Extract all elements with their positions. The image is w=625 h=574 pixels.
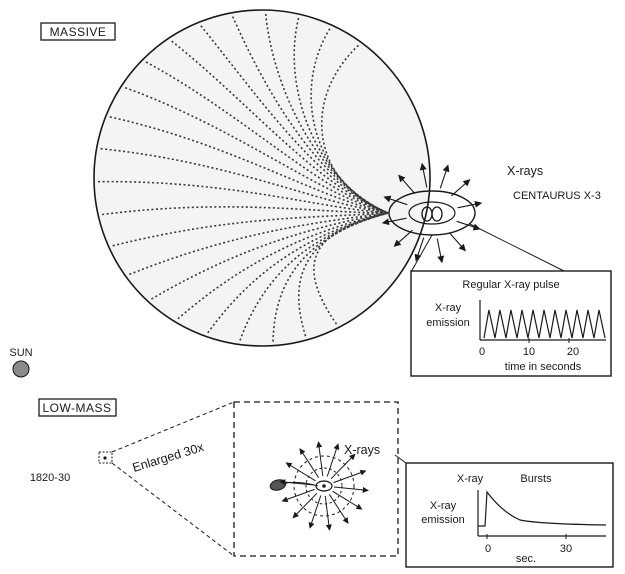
bursts-tick-0: 0 [485, 543, 491, 555]
xray-arrow [334, 487, 368, 490]
regular-pulse-inset: Regular X-ray pulse X-ray emission 0 10 … [411, 271, 611, 376]
massive-label-box: MASSIVE [41, 23, 115, 40]
xray-arrow [333, 471, 365, 483]
sun: SUN [9, 347, 32, 377]
xray-arrowhead [335, 444, 339, 449]
xray-arrowhead [360, 471, 365, 475]
pulse-tick-0: 0 [479, 346, 485, 358]
low-mass-label: LOW-MASS [42, 401, 111, 415]
xray-arrowhead [363, 488, 368, 492]
pulse-tick-10: 10 [523, 346, 535, 358]
bursts-xlabel: sec. [516, 553, 536, 565]
bursts-title-right: Bursts [520, 473, 552, 485]
regular-pulse-title: Regular X-ray pulse [462, 279, 559, 291]
pulse-trace [484, 310, 605, 338]
xray-arrowhead [300, 449, 304, 454]
xray-arrow [310, 496, 321, 528]
xray-arrowhead [438, 256, 443, 262]
xray-arrow [325, 496, 329, 530]
massive-star [94, 10, 430, 346]
xray-arrowhead [283, 498, 288, 502]
xray-arrowhead [344, 518, 348, 523]
xray-arrowhead [309, 523, 313, 528]
bursts-tick-30: 30 [560, 543, 572, 555]
low-mass-binary [269, 456, 354, 516]
xray-arrowhead [357, 505, 362, 509]
massive-xrays-label: X-rays [507, 164, 543, 178]
low-mass-xrays-label: X-rays [344, 443, 380, 457]
massive-ylabel-1: X-ray [435, 302, 462, 314]
xray-arrowhead [287, 463, 292, 467]
low-mass-label-box: LOW-MASS [39, 399, 116, 416]
massive-ylabel-2: emission [426, 317, 469, 329]
xray-arrow [293, 493, 317, 517]
centaurus-x3-label: CENTAURUS X-3 [513, 190, 601, 202]
bursts-inset: X-ray Bursts X-ray emission 0 30 sec. [406, 463, 613, 567]
xray-arrow [283, 489, 315, 501]
pulse-xlabel: time in seconds [505, 361, 582, 373]
sun-label: SUN [9, 347, 32, 359]
xray-arrowhead [327, 525, 331, 530]
system-1820-30-label: 1820-30 [30, 472, 70, 484]
pulse-tick-20: 20 [567, 346, 579, 358]
xray-arrowhead [317, 442, 321, 447]
xray-arrow [319, 442, 323, 476]
bursts-ylabel-1: X-ray [430, 500, 457, 512]
xray-arrowhead [444, 166, 449, 172]
bursts-title-left: X-ray [457, 473, 484, 485]
xray-arrowhead [475, 202, 481, 207]
bursts-ylabel-2: emission [421, 514, 464, 526]
massive-label: MASSIVE [50, 25, 107, 39]
xray-arrow [327, 444, 338, 476]
enlarged-label: Enlarged 30x [131, 440, 206, 475]
